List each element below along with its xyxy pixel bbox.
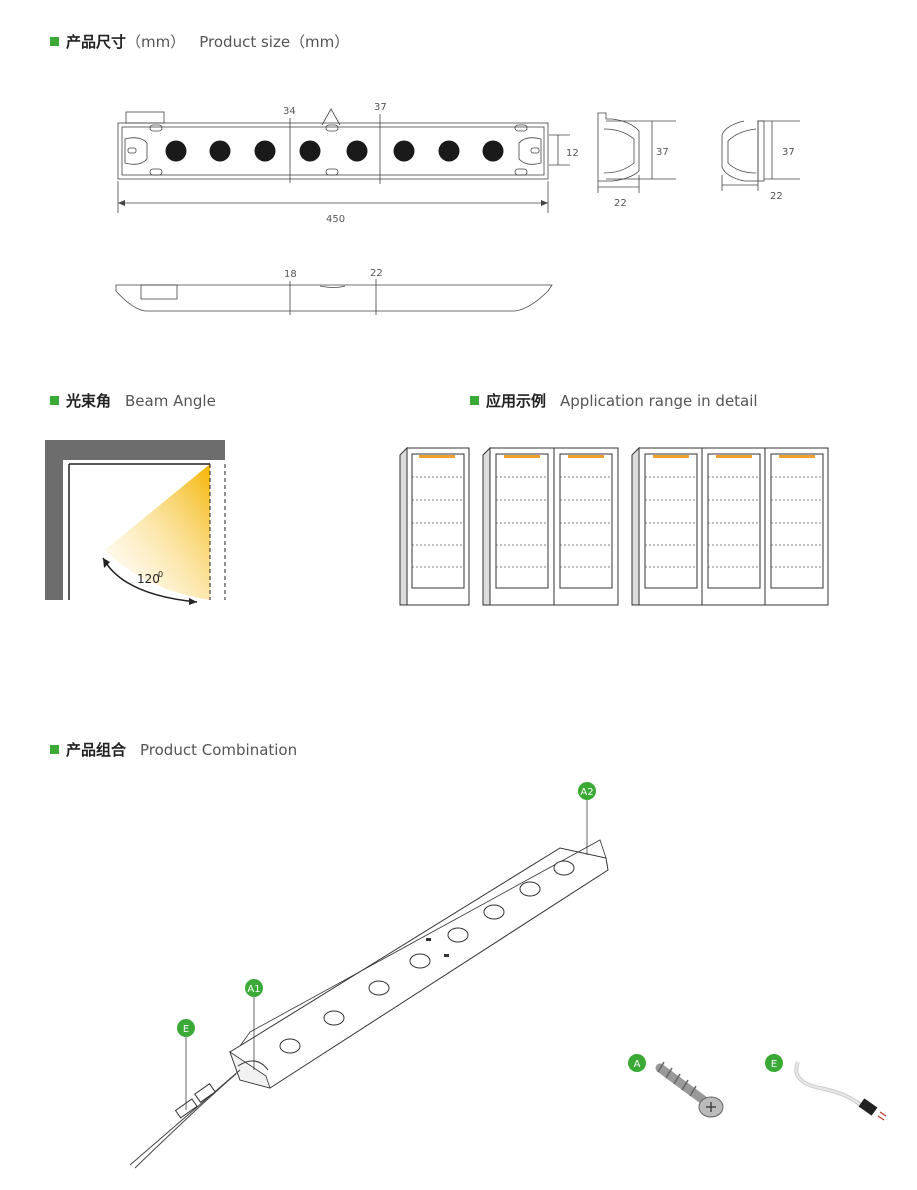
bar-led-holes bbox=[279, 860, 575, 1054]
connector bbox=[174, 1083, 216, 1119]
svg-text:A: A bbox=[634, 1059, 641, 1070]
section-title-en: （mm） bbox=[126, 33, 186, 51]
section-title-cn: 产品尺寸 bbox=[66, 33, 127, 51]
section-title-product-size: 产品尺寸 （mm） Product size（mm） bbox=[50, 31, 349, 52]
dim-37: 37 bbox=[374, 102, 387, 113]
top-view-drawing: 18 22 bbox=[115, 268, 553, 315]
cabinet-1 bbox=[399, 446, 470, 606]
section-title-cn: 产品组合 bbox=[66, 741, 127, 759]
product-combination-drawing: A2 A1 E A E bbox=[129, 782, 887, 1169]
svg-text:E: E bbox=[771, 1059, 777, 1070]
application-diagram bbox=[399, 446, 829, 606]
section-title-application: 应用示例 Application range in detail bbox=[470, 390, 758, 411]
screw-image bbox=[655, 1061, 724, 1118]
section-title-beam-angle: 光束角 Beam Angle bbox=[50, 390, 216, 411]
section-title-product-combination: 产品组合 Product Combination bbox=[50, 739, 297, 760]
green-square-icon bbox=[470, 396, 479, 405]
badge-e-right: E bbox=[765, 1054, 783, 1072]
section-title-cn: 应用示例 bbox=[486, 392, 547, 410]
badge-a1: A1 bbox=[245, 979, 263, 997]
front-view-drawing: 34 37 12 450 37 22 37 22 bbox=[117, 102, 800, 225]
section-title-en: Beam Angle bbox=[125, 391, 216, 410]
badge-a2: A2 bbox=[578, 782, 596, 800]
section-title-en: Product Combination bbox=[140, 740, 298, 759]
green-square-icon bbox=[50, 396, 59, 405]
section-title-en: Application range in detail bbox=[560, 391, 758, 410]
cabinet-3 bbox=[631, 446, 829, 606]
beam-angle-label: 120 bbox=[137, 572, 160, 586]
side2-dim-h: 37 bbox=[782, 147, 795, 158]
side2-dim-w: 22 bbox=[770, 191, 783, 202]
dim-450: 450 bbox=[326, 214, 345, 225]
side-view-1: 37 22 bbox=[597, 112, 676, 209]
top-dim-18: 18 bbox=[284, 269, 297, 280]
side1-dim-h: 37 bbox=[656, 147, 669, 158]
section-title-en-2: Product size（mm） bbox=[199, 33, 350, 51]
green-square-icon bbox=[50, 745, 59, 754]
dim-12: 12 bbox=[566, 148, 579, 159]
side1-dim-w: 22 bbox=[614, 198, 627, 209]
beam-angle-diagram: 120 0 bbox=[45, 440, 226, 605]
svg-text:E: E bbox=[183, 1024, 189, 1035]
section-title-cn: 光束角 bbox=[66, 392, 112, 410]
badge-a: A bbox=[628, 1054, 646, 1072]
side-view-2: 37 22 bbox=[721, 120, 800, 202]
svg-text:A1: A1 bbox=[247, 984, 260, 995]
green-square-icon bbox=[50, 37, 59, 46]
beam-angle-sup: 0 bbox=[158, 570, 163, 579]
cabinet-2 bbox=[482, 446, 619, 606]
top-dim-22: 22 bbox=[370, 268, 383, 279]
dim-34: 34 bbox=[283, 106, 296, 117]
cable-image bbox=[794, 1061, 887, 1121]
svg-text:A2: A2 bbox=[580, 787, 593, 798]
led-holes bbox=[165, 140, 504, 162]
badge-e-left: E bbox=[177, 1019, 195, 1037]
